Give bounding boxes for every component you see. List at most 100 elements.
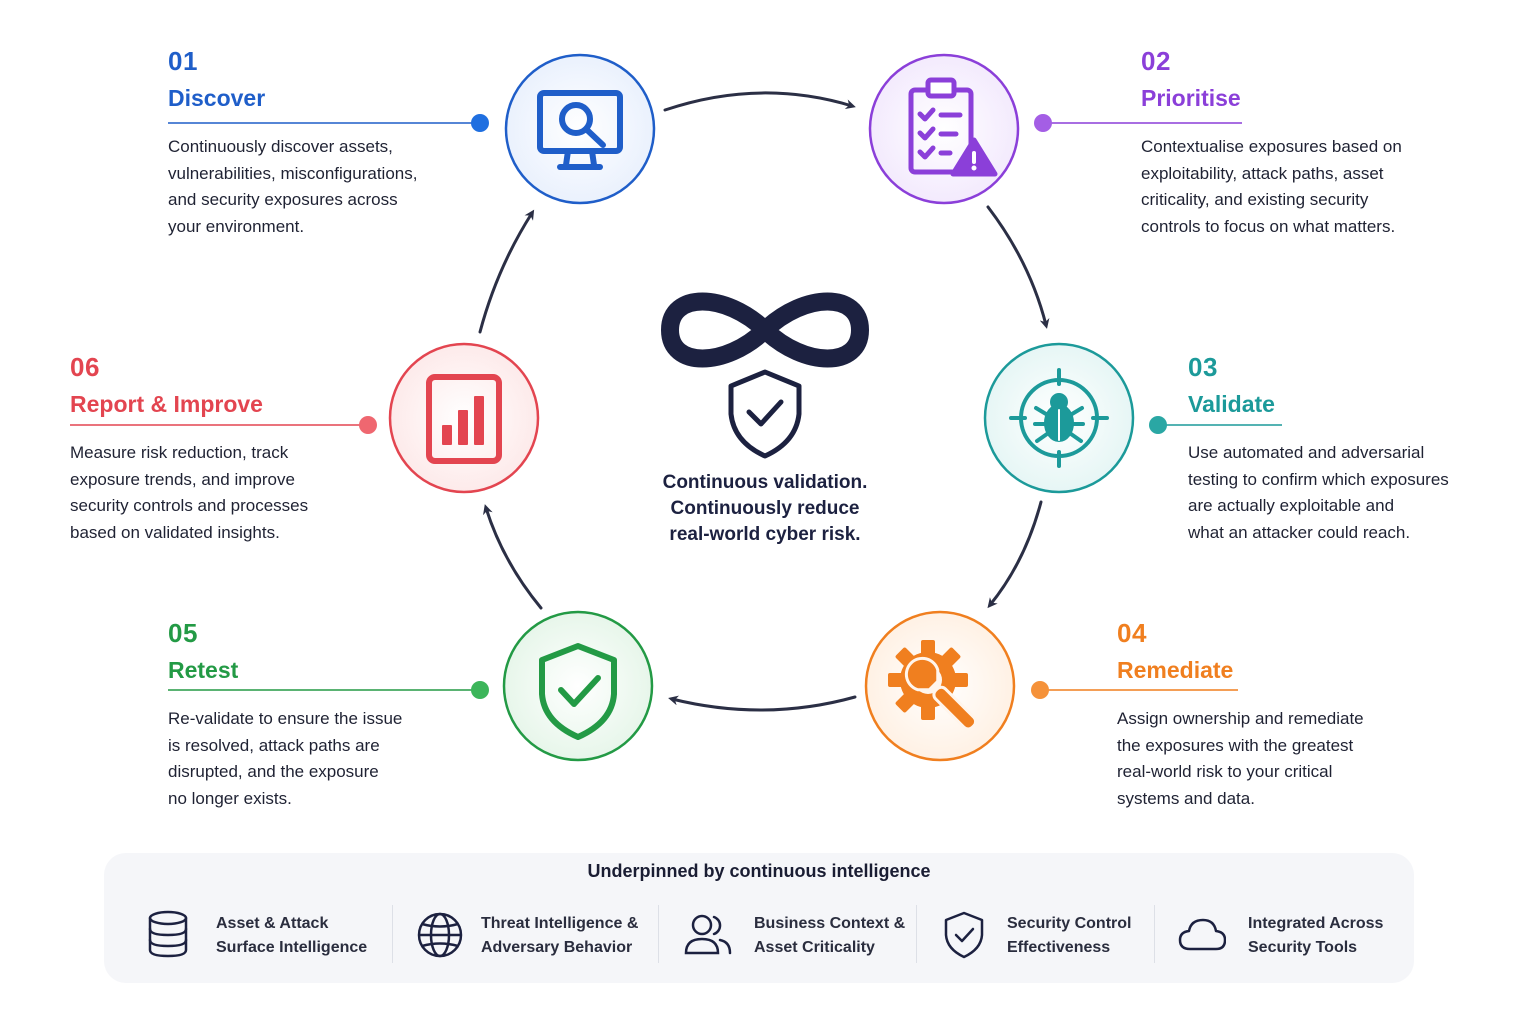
arrow-discover-to-prioritise bbox=[663, 91, 856, 112]
desc-line: based on validated insights. bbox=[70, 522, 280, 542]
footer-item-label: Integrated Across Security Tools bbox=[1248, 912, 1448, 960]
step-title: Validate bbox=[1188, 391, 1275, 417]
connector-dot-report bbox=[359, 416, 377, 434]
step-report-improve: 06 Report & Improve Measure risk reducti… bbox=[70, 352, 370, 546]
label-line: Asset Criticality bbox=[754, 939, 875, 956]
arrow-report-to-discover bbox=[478, 209, 535, 334]
desc-line: exploitability, attack paths, asset bbox=[1141, 163, 1384, 183]
footer-item-label: Business Context & Asset Criticality bbox=[754, 912, 954, 960]
desc-line: no longer exists. bbox=[168, 788, 292, 808]
desc-line: Measure risk reduction, track bbox=[70, 443, 289, 462]
desc-line: are actually exploitable and bbox=[1188, 496, 1395, 515]
footer-title: Underpinned by continuous intelligence bbox=[587, 861, 931, 881]
label-line: Effectiveness bbox=[1007, 939, 1111, 956]
step-prioritise: 02 Prioritise Contextualise exposures ba… bbox=[1141, 46, 1461, 240]
step-remediate: 04 Remediate Assign ownership and remedi… bbox=[1117, 618, 1437, 812]
label-line: Threat Intelligence & bbox=[481, 915, 639, 932]
desc-line: your environment. bbox=[168, 216, 305, 236]
cycle-arrows bbox=[478, 91, 1050, 712]
infinity-shield-icon bbox=[661, 292, 869, 459]
step-number: 04 bbox=[1117, 618, 1147, 648]
desc-line: Re-validate to ensure the issue bbox=[168, 709, 403, 728]
center-line: Continuously reduce bbox=[670, 498, 860, 519]
step-number: 03 bbox=[1188, 352, 1218, 382]
step-circle-discover bbox=[504, 53, 656, 205]
step-number: 06 bbox=[70, 352, 100, 382]
step-circle-retest bbox=[502, 610, 654, 762]
footer-divider bbox=[1154, 905, 1155, 963]
desc-line: Continuously discover assets, bbox=[168, 137, 393, 156]
connector-dot-retest bbox=[471, 681, 489, 699]
step-description: Continuously discover assets, vulnerabil… bbox=[168, 134, 468, 240]
step-validate: 03 Validate Use automated and adversaria… bbox=[1188, 352, 1508, 546]
desc-line: Assign ownership and remediate bbox=[1117, 709, 1364, 728]
globe-icon bbox=[417, 912, 463, 958]
step-description: Assign ownership and remediate the expos… bbox=[1117, 706, 1437, 812]
step-description: Re-validate to ensure the issue is resol… bbox=[168, 706, 468, 812]
bug-target-icon bbox=[1009, 368, 1109, 468]
step-title: Discover bbox=[168, 85, 266, 111]
step-title: Remediate bbox=[1117, 657, 1234, 683]
monitor-search-icon bbox=[537, 90, 623, 170]
clipboard-warning-icon bbox=[908, 77, 998, 177]
footer-item-label: Threat Intelligence & Adversary Behavior bbox=[481, 912, 681, 960]
arrow-validate-to-remediate bbox=[987, 500, 1043, 609]
arrow-retest-to-report bbox=[483, 504, 543, 610]
desc-line: the exposures with the greatest bbox=[1117, 735, 1354, 755]
shield-check-icon bbox=[944, 911, 984, 959]
desc-line: criticality, and existing security bbox=[1141, 190, 1369, 209]
footer-item-label: Security Control Effectiveness bbox=[1007, 912, 1207, 960]
cloud-icon bbox=[1178, 918, 1226, 951]
gear-wrench-icon bbox=[888, 640, 978, 731]
shield-check-icon bbox=[539, 643, 617, 740]
footer-divider bbox=[916, 905, 917, 963]
step-number: 05 bbox=[168, 618, 198, 648]
connector-dot-prioritise bbox=[1034, 114, 1052, 132]
intelligence-footer: Underpinned by continuous intelligence A… bbox=[104, 853, 1414, 983]
center-line: Continuous validation. bbox=[662, 472, 868, 493]
label-line: Business Context & bbox=[754, 915, 906, 932]
connectors bbox=[70, 114, 1282, 699]
desc-line: Use automated and adversarial bbox=[1188, 443, 1425, 462]
desc-line: systems and data. bbox=[1117, 788, 1255, 808]
desc-line: vulnerabilities, misconfigurations, bbox=[168, 163, 418, 183]
desc-line: what an attacker could reach. bbox=[1188, 522, 1411, 542]
desc-line: testing to confirm which exposures bbox=[1188, 469, 1449, 489]
users-icon bbox=[684, 914, 732, 955]
connector-dot-validate bbox=[1149, 416, 1167, 434]
bar-chart-report-icon bbox=[426, 374, 502, 464]
step-title: Prioritise bbox=[1141, 85, 1241, 111]
desc-line: is resolved, attack paths are bbox=[168, 735, 380, 755]
desc-line: controls to focus on what matters. bbox=[1141, 216, 1396, 236]
label-line: Security Tools bbox=[1248, 939, 1358, 956]
desc-line: disrupted, and the exposure bbox=[168, 762, 379, 781]
footer-item-label: Asset & Attack Surface Intelligence bbox=[216, 912, 416, 960]
label-line: Surface Intelligence bbox=[216, 939, 368, 956]
center-tagline: Continuous validation. Continuously redu… bbox=[610, 470, 920, 548]
step-circle-prioritise bbox=[868, 53, 1020, 205]
step-title: Retest bbox=[168, 657, 239, 683]
step-description: Contextualise exposures based on exploit… bbox=[1141, 134, 1461, 240]
center-line: real-world cyber risk. bbox=[669, 524, 861, 545]
connector-dot-remediate bbox=[1031, 681, 1049, 699]
connector-dot-discover bbox=[471, 114, 489, 132]
step-description: Use automated and adversarial testing to… bbox=[1188, 440, 1508, 546]
label-line: Adversary Behavior bbox=[481, 939, 633, 956]
label-line: Security Control bbox=[1007, 915, 1132, 932]
desc-line: security controls and processes bbox=[70, 496, 309, 515]
step-number: 01 bbox=[168, 46, 198, 76]
label-line: Integrated Across bbox=[1248, 915, 1384, 932]
arrow-remediate-to-retest bbox=[668, 695, 857, 712]
step-number: 02 bbox=[1141, 46, 1171, 76]
step-description: Measure risk reduction, track exposure t… bbox=[70, 440, 370, 546]
database-icon bbox=[148, 910, 188, 958]
footer-divider bbox=[658, 905, 659, 963]
arrow-prioritise-to-validate bbox=[986, 205, 1050, 329]
footer-divider bbox=[392, 905, 393, 963]
desc-line: real-world risk to your critical bbox=[1117, 762, 1333, 781]
desc-line: exposure trends, and improve bbox=[70, 469, 295, 489]
step-retest: 05 Retest Re-validate to ensure the issu… bbox=[168, 618, 468, 812]
desc-line: and security exposures across bbox=[168, 190, 398, 209]
step-discover: 01 Discover Continuously discover assets… bbox=[168, 46, 468, 240]
